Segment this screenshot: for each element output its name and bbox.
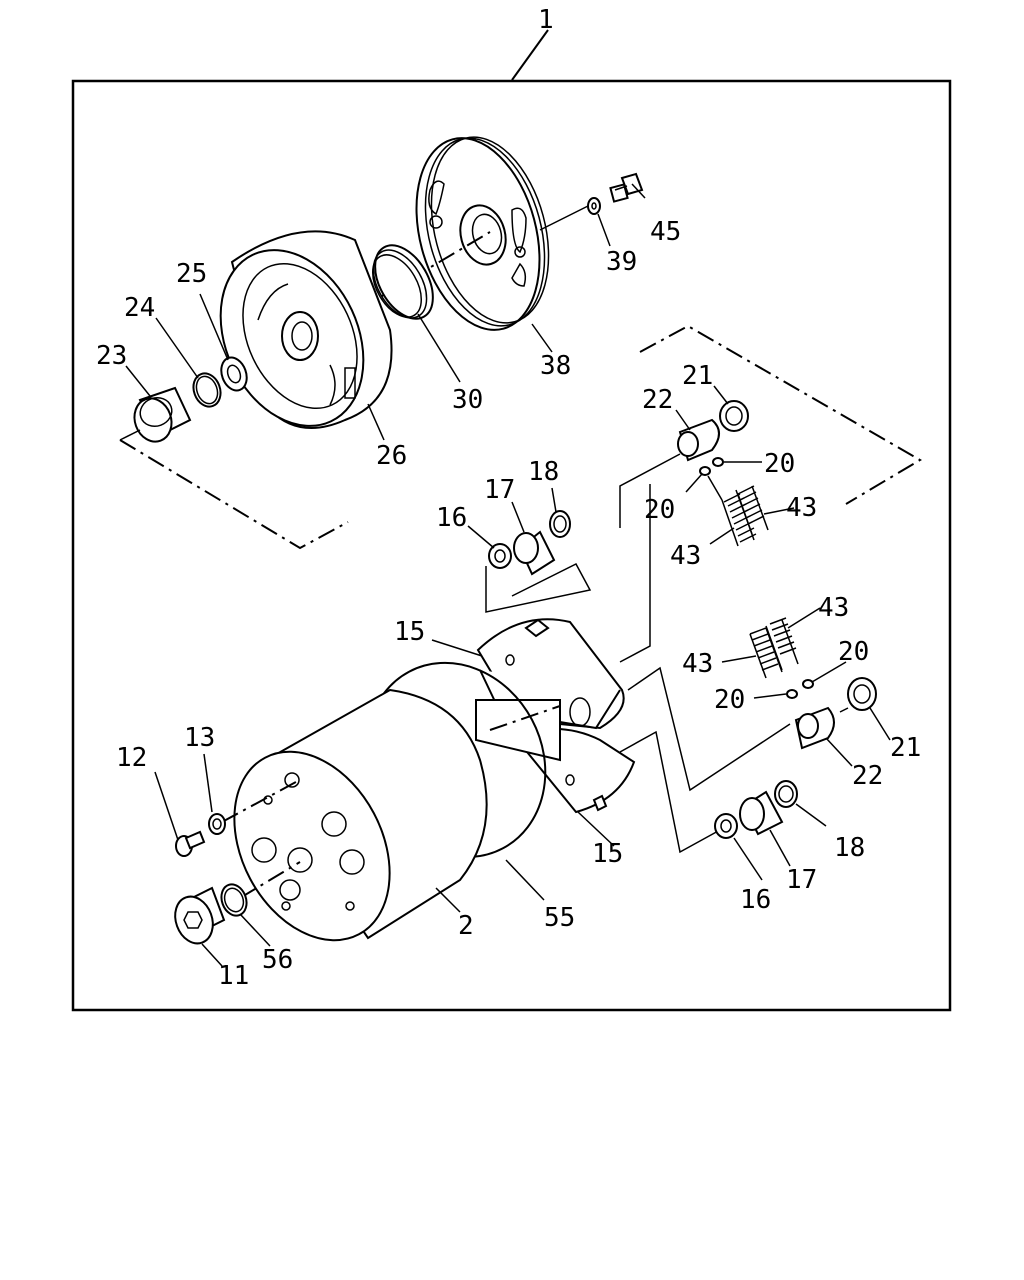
leader-axis-21b xyxy=(839,707,849,713)
callout-17-upper: 17 xyxy=(484,475,515,505)
pin-20a xyxy=(712,457,724,467)
callout-26: 26 xyxy=(376,441,407,471)
axis-lower-1 xyxy=(221,781,297,823)
spring-43b xyxy=(735,485,769,535)
axis-upper-right xyxy=(539,204,591,231)
bracket-upper-left xyxy=(119,439,349,550)
callout-15-lower: 15 xyxy=(592,839,623,869)
callout-43-lower-left: 43 xyxy=(682,649,713,679)
callout-43-upper-left: 43 xyxy=(670,541,701,571)
leader-axis-20 xyxy=(707,475,723,501)
callout-18-lower: 18 xyxy=(834,833,865,863)
axis-lower-2 xyxy=(239,861,301,899)
callout-23: 23 xyxy=(96,341,127,371)
assembly-leader xyxy=(511,29,549,81)
callout-45: 45 xyxy=(650,217,681,247)
bushing-17a xyxy=(513,530,556,576)
callout-20-upper-right: 20 xyxy=(764,449,795,479)
callout-21-upper: 21 xyxy=(682,361,713,391)
plug-23 xyxy=(133,386,192,443)
callout-25: 25 xyxy=(176,259,207,289)
pin-20c xyxy=(786,689,798,699)
spring-43d xyxy=(765,617,799,671)
seal-25 xyxy=(220,356,248,392)
leader-lines xyxy=(125,183,891,967)
cap-21b xyxy=(847,677,877,711)
plunger-22b xyxy=(794,706,835,750)
callout-2: 2 xyxy=(458,911,474,941)
callout-20-lower-right: 20 xyxy=(838,637,869,667)
screw-12 xyxy=(175,830,206,857)
callout-13: 13 xyxy=(184,723,215,753)
callout-24: 24 xyxy=(124,293,155,323)
housing-26 xyxy=(219,230,393,429)
o-ring-24 xyxy=(192,372,222,408)
callout-30: 30 xyxy=(452,385,483,415)
callout-56: 56 xyxy=(262,945,293,975)
plug-11 xyxy=(174,886,226,945)
leader-rotor-upper xyxy=(619,484,651,663)
callout-39: 39 xyxy=(606,247,637,277)
rotor-block-15 xyxy=(475,618,636,814)
leader-axis-22a xyxy=(619,453,681,528)
callout-20-lower-left: 20 xyxy=(714,685,745,715)
ring-18b xyxy=(774,780,798,808)
pin-20d xyxy=(802,679,814,689)
callout-12: 12 xyxy=(116,743,147,773)
o-ring-56 xyxy=(220,883,248,917)
callout-55: 55 xyxy=(544,903,575,933)
pin-20b xyxy=(699,466,711,476)
callout-21-lower: 21 xyxy=(890,733,921,763)
callout-43-upper-right: 43 xyxy=(786,493,817,523)
ring-18a xyxy=(549,510,571,538)
bracket-16-18-upper xyxy=(485,563,592,613)
plunger-22a xyxy=(677,418,720,462)
callout-11: 11 xyxy=(218,961,249,991)
callout-22-lower: 22 xyxy=(852,761,883,791)
callout-15-upper: 15 xyxy=(394,617,425,647)
sleeve-16b xyxy=(714,813,738,839)
bracket-upper-right xyxy=(639,324,922,505)
callout-16-lower: 16 xyxy=(740,885,771,915)
bearing-30 xyxy=(371,244,434,320)
bolt-45 xyxy=(609,172,644,203)
callout-16-upper: 16 xyxy=(436,503,467,533)
leader-rotor-right xyxy=(627,666,791,792)
callout-22-upper: 22 xyxy=(642,385,673,415)
cover-plate-38 xyxy=(415,136,550,331)
callout-18-upper: 18 xyxy=(528,457,559,487)
bushing-17b xyxy=(739,790,784,836)
callout-38: 38 xyxy=(540,351,571,381)
leader-rotor-lower xyxy=(619,730,721,854)
callout-17-lower: 17 xyxy=(786,865,817,895)
washer-39 xyxy=(587,197,601,215)
body-2 xyxy=(233,688,488,942)
cap-21a xyxy=(719,400,749,432)
sleeve-16a xyxy=(488,543,512,569)
washer-13 xyxy=(208,813,226,835)
callout-43-lower-right: 43 xyxy=(818,593,849,623)
axis-lower-3 xyxy=(489,705,561,731)
bracket-upper-left-tick xyxy=(119,429,141,441)
callout-20-upper-left: 20 xyxy=(644,495,675,525)
assembly-label: 1 xyxy=(538,5,554,35)
assembly-frame xyxy=(71,79,952,1012)
callout-numbers: 45 39 38 30 26 25 24 23 21 22 20 20 43 4… xyxy=(96,217,921,991)
